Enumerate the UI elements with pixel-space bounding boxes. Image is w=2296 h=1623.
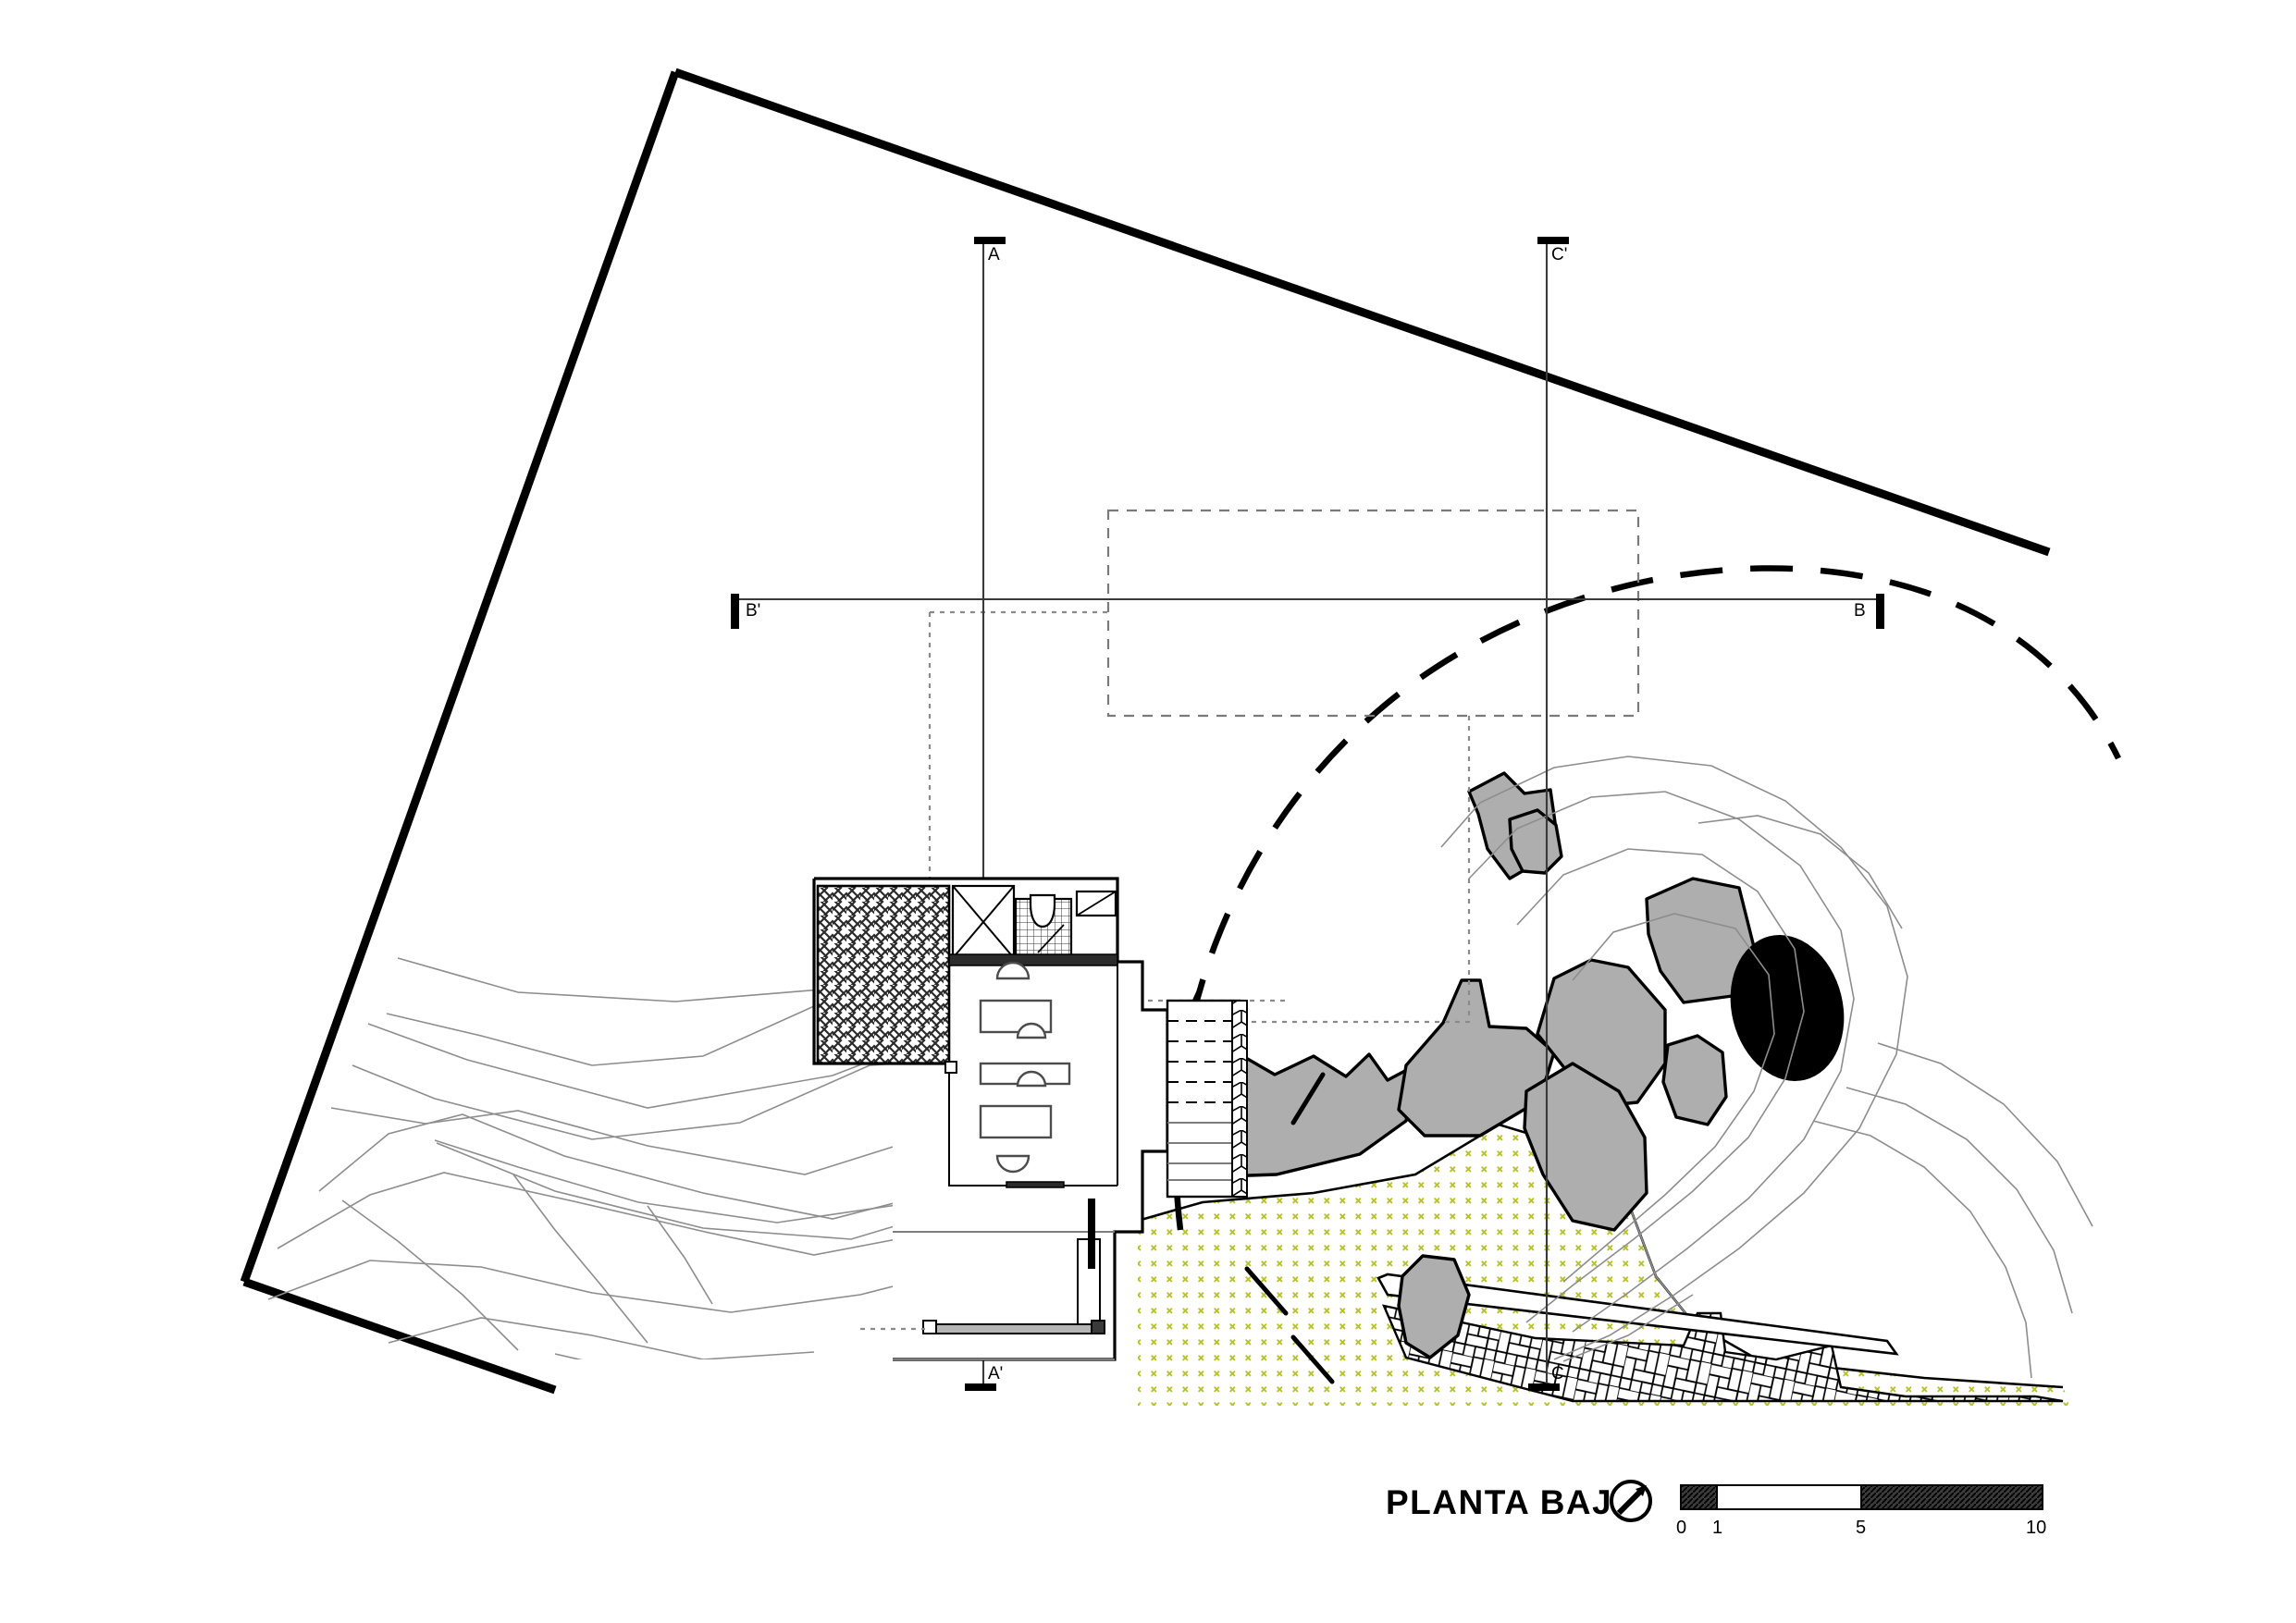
wall-fin (1088, 1199, 1095, 1269)
north-arrow-icon (1610, 1480, 1652, 1522)
window-sill (1006, 1181, 1065, 1188)
boulder (1523, 1062, 1648, 1232)
door-jamb (944, 1061, 957, 1074)
low-wall (922, 1320, 1105, 1334)
section-marker-b-label: B (1854, 601, 1866, 621)
chair (1016, 1022, 1047, 1039)
site-boundary (240, 68, 2051, 1395)
grade-ticks (1244, 1072, 1335, 1384)
title-block: PLANTA BAJA 0 1 5 10 (1386, 1480, 2046, 1538)
radius-arc (1172, 565, 2121, 1231)
section-marker-a-label: A (988, 245, 1000, 264)
section-marker-labels: A A' B' B C' C (746, 245, 1866, 1383)
section-marker-c-label: C (1551, 1364, 1564, 1383)
entry-stair (1166, 979, 1248, 1199)
terrace-deck (816, 884, 951, 1065)
boulder (1397, 978, 1556, 1137)
scale-tick-5: 5 (1856, 1518, 1866, 1538)
chair (1016, 1070, 1047, 1088)
threshold-slab (948, 953, 1118, 966)
table (979, 999, 1053, 1034)
section-marker-a-prime-label: A' (988, 1364, 1003, 1383)
page-title: PLANTA BAJA (1386, 1483, 1638, 1521)
main-building (812, 877, 1169, 1361)
table (979, 1104, 1053, 1139)
chair (995, 1154, 1031, 1174)
boulder-field (1197, 771, 1759, 1359)
boulder (1397, 1254, 1471, 1359)
rubble-wall (1231, 1000, 1248, 1198)
scale-tick-10: 10 (2026, 1518, 2046, 1538)
boulder (1661, 1034, 1728, 1126)
terrain-contours-right (1440, 756, 2093, 1379)
graphic-scale-bar: 0 1 5 10 (1676, 1484, 2046, 1538)
herringbone-paving (1376, 1273, 2064, 1403)
pond (1730, 935, 1845, 1081)
section-marker-b-prime-label: B' (746, 601, 760, 621)
section-marker-c-prime-label: C' (1551, 245, 1567, 264)
scale-tick-1: 1 (1712, 1518, 1722, 1538)
chair (995, 961, 1031, 980)
scale-tick-0: 0 (1676, 1518, 1686, 1538)
toilet-icon (1029, 893, 1056, 928)
terrain-contours-left (267, 924, 1139, 1359)
